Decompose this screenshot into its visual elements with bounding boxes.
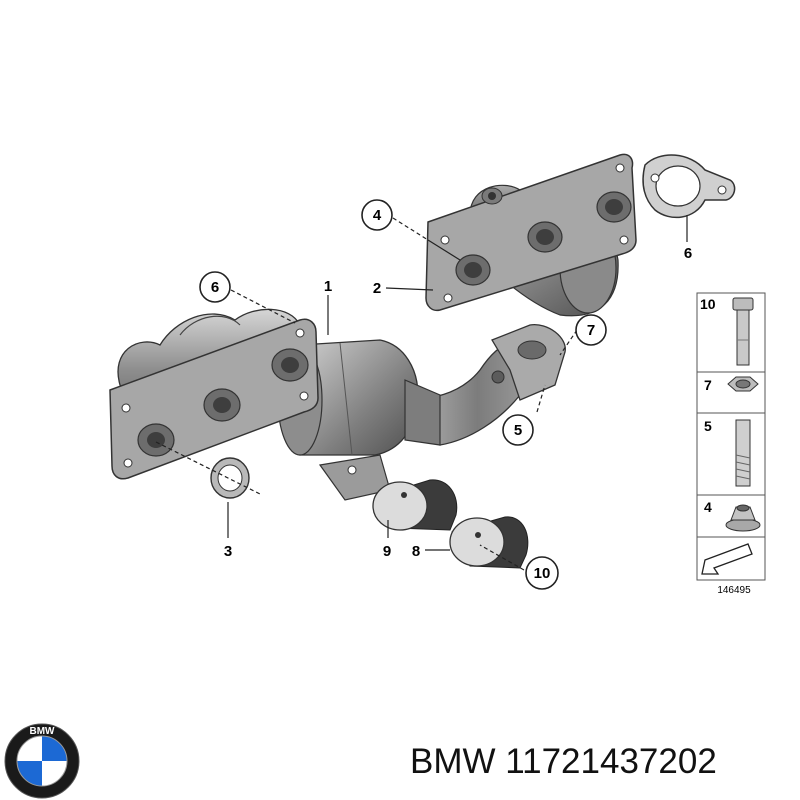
stud-icon	[735, 419, 751, 487]
bolt-icon	[732, 297, 754, 366]
label-9: 9	[383, 543, 391, 560]
flange-nut-icon	[725, 504, 761, 532]
callout-5: 5	[502, 414, 534, 446]
callout-10: 10	[525, 556, 559, 590]
legend-item-4: 4	[704, 499, 712, 515]
label-2: 2	[373, 280, 381, 297]
gasket-right	[642, 154, 736, 219]
bmw-logo-icon: BMW	[4, 723, 80, 799]
left-exhaust-manifold	[109, 308, 441, 501]
part-number-label: BMW 11721437202	[410, 742, 717, 781]
rubber-mount-8	[449, 516, 529, 569]
rubber-mount-9	[372, 479, 458, 531]
callout-6-left: 6	[199, 271, 231, 303]
legend-item-10: 10	[700, 296, 716, 312]
callout-7: 7	[575, 314, 607, 346]
right-exhaust-manifold	[425, 153, 637, 317]
svg-text:7: 7	[587, 322, 595, 339]
svg-text:10: 10	[534, 565, 551, 582]
reference-code: 146495	[717, 585, 751, 596]
svg-text:6: 6	[211, 279, 219, 296]
callout-4: 4	[361, 199, 393, 231]
fastener-legend: 10 7 5 4	[696, 292, 766, 581]
arrow-icon	[701, 543, 753, 575]
svg-text:4: 4	[373, 207, 382, 224]
legend-item-5: 5	[704, 418, 712, 434]
legend-item-7: 7	[704, 377, 712, 393]
label-1: 1	[324, 278, 332, 295]
label-6-right: 6	[684, 245, 692, 262]
svg-text:BMW: BMW	[30, 726, 56, 737]
gasket-ring	[210, 457, 250, 499]
nut-icon	[727, 376, 759, 392]
label-8: 8	[412, 543, 420, 560]
leader-lines	[155, 215, 688, 571]
svg-text:5: 5	[514, 422, 522, 439]
label-3: 3	[224, 543, 232, 560]
